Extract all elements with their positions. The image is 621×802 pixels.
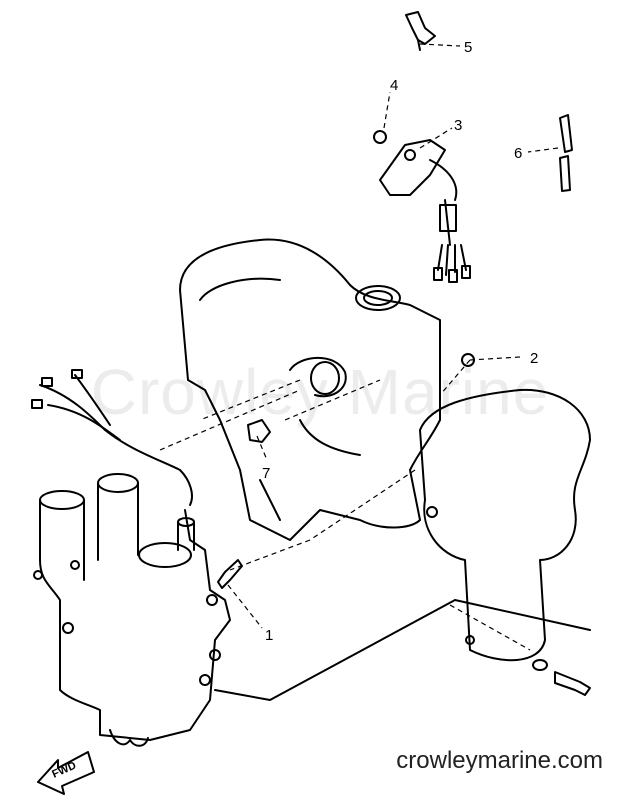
bracket-assembly — [179, 238, 441, 541]
bolt-part-1 — [217, 559, 243, 589]
clip-part-5 — [405, 11, 436, 51]
fwd-arrow-icon — [37, 751, 95, 795]
bolt-bottom — [532, 659, 591, 696]
clamp-part-7 — [247, 419, 271, 443]
wire-harness — [31, 369, 193, 506]
leader-lines — [159, 43, 559, 651]
tilt-trim-unit — [33, 473, 231, 747]
lower-edge — [214, 599, 591, 701]
trim-sensor — [373, 130, 471, 283]
callout-4: 4 — [390, 77, 398, 94]
callout-6: 6 — [514, 145, 522, 162]
side-plate — [419, 388, 591, 662]
site-url: crowleymarine.com — [396, 747, 603, 774]
strip-part-6 — [559, 114, 573, 192]
callouts: 1 2 3 4 5 6 7 — [262, 39, 538, 644]
callout-2: 2 — [530, 350, 538, 367]
callout-3: 3 — [454, 117, 462, 134]
callout-7: 7 — [262, 465, 270, 482]
callout-5: 5 — [464, 39, 472, 56]
callout-1: 1 — [265, 627, 273, 644]
